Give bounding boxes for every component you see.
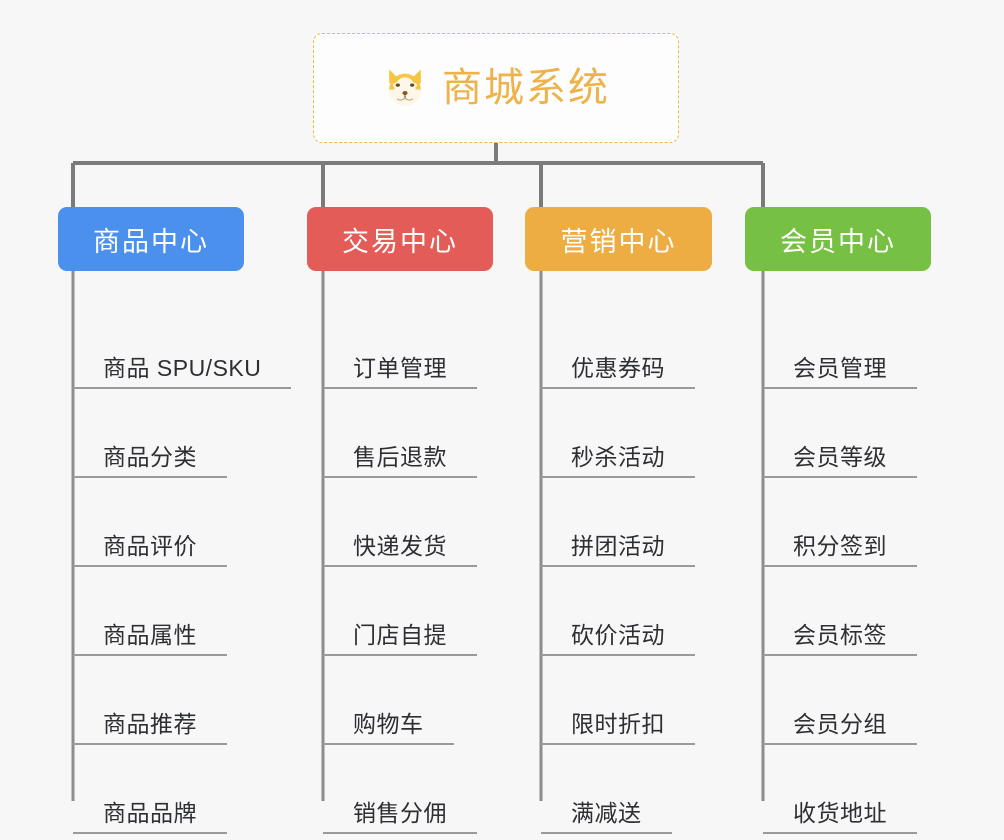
leaf-item[interactable]: 满减送 — [541, 745, 695, 834]
leaf-item[interactable]: 商品 SPU/SKU — [73, 300, 292, 389]
leaf-label: 订单管理 — [323, 356, 477, 389]
leaf-item[interactable]: 销售分佣 — [323, 745, 477, 834]
leaf-label: 秒杀活动 — [541, 445, 695, 478]
leaf-item[interactable]: 秒杀活动 — [541, 389, 695, 478]
leaf-label: 限时折扣 — [541, 712, 695, 745]
leaf-label: 砍价活动 — [541, 623, 695, 656]
root-node[interactable]: 商城系统 — [313, 33, 679, 143]
leaf-item[interactable]: 积分签到 — [763, 478, 917, 567]
leaf-label: 购物车 — [323, 712, 454, 745]
leaf-item[interactable]: 砍价活动 — [541, 567, 695, 656]
leaf-item[interactable]: 购物车 — [323, 656, 477, 745]
leaf-item[interactable]: 会员等级 — [763, 389, 917, 478]
leaf-item[interactable]: 商品属性 — [73, 567, 291, 656]
leaf-label: 满减送 — [541, 801, 672, 834]
leaf-label: 商品 SPU/SKU — [73, 356, 292, 389]
leaf-item[interactable]: 收货地址 — [763, 745, 917, 834]
leaf-item[interactable]: 商品分类 — [73, 389, 291, 478]
leaf-column-member: 会员管理 会员等级 积分签到 会员标签 会员分组 收货地址 — [763, 300, 917, 834]
leaf-column-trade: 订单管理 售后退款 快递发货 门店自提 购物车 销售分佣 — [323, 300, 477, 834]
leaf-label: 积分签到 — [763, 534, 917, 567]
shiba-dog-face-icon — [389, 69, 421, 106]
category-label: 营销中心 — [560, 226, 677, 257]
category-label: 交易中心 — [342, 226, 458, 257]
leaf-item[interactable]: 商品品牌 — [73, 745, 291, 834]
leaf-label: 会员等级 — [763, 445, 917, 478]
leaf-label: 会员标签 — [763, 623, 917, 656]
leaf-label: 会员分组 — [763, 712, 917, 745]
leaf-column-marketing: 优惠券码 秒杀活动 拼团活动 砍价活动 限时折扣 满减送 — [541, 300, 695, 834]
leaf-label: 销售分佣 — [323, 801, 477, 834]
leaf-label: 商品评价 — [73, 534, 227, 567]
leaf-item[interactable]: 拼团活动 — [541, 478, 695, 567]
leaf-item[interactable]: 会员管理 — [763, 300, 917, 389]
leaf-label: 商品分类 — [73, 445, 227, 478]
category-box-member[interactable]: 会员中心 — [745, 207, 931, 271]
leaf-item[interactable]: 门店自提 — [323, 567, 477, 656]
leaf-item[interactable]: 会员分组 — [763, 656, 917, 745]
leaf-label: 会员管理 — [763, 356, 917, 389]
leaf-label: 商品推荐 — [73, 712, 227, 745]
leaf-label: 门店自提 — [323, 623, 477, 656]
leaf-item[interactable]: 售后退款 — [323, 389, 477, 478]
leaf-item[interactable]: 订单管理 — [323, 300, 477, 389]
leaf-column-product: 商品 SPU/SKU 商品分类 商品评价 商品属性 商品推荐 商品品牌 — [73, 300, 292, 834]
leaf-item[interactable]: 快递发货 — [323, 478, 477, 567]
leaf-label: 快递发货 — [323, 534, 477, 567]
leaf-item[interactable]: 限时折扣 — [541, 656, 695, 745]
leaf-item[interactable]: 会员标签 — [763, 567, 917, 656]
leaf-label: 优惠券码 — [541, 356, 695, 389]
category-box-trade[interactable]: 交易中心 — [307, 207, 493, 271]
category-label: 会员中心 — [780, 226, 896, 257]
leaf-item[interactable]: 商品推荐 — [73, 656, 291, 745]
category-label: 商品中心 — [93, 226, 209, 257]
leaf-label: 商品属性 — [73, 623, 227, 656]
root-title: 商城系统 — [442, 66, 610, 110]
category-box-product[interactable]: 商品中心 — [58, 207, 244, 271]
leaf-label: 拼团活动 — [541, 534, 695, 567]
leaf-item[interactable]: 商品评价 — [73, 478, 291, 567]
leaf-label: 商品品牌 — [73, 801, 227, 834]
leaf-item[interactable]: 优惠券码 — [541, 300, 695, 389]
leaf-label: 售后退款 — [323, 445, 477, 478]
category-box-marketing[interactable]: 营销中心 — [525, 207, 712, 271]
leaf-label: 收货地址 — [763, 801, 917, 834]
